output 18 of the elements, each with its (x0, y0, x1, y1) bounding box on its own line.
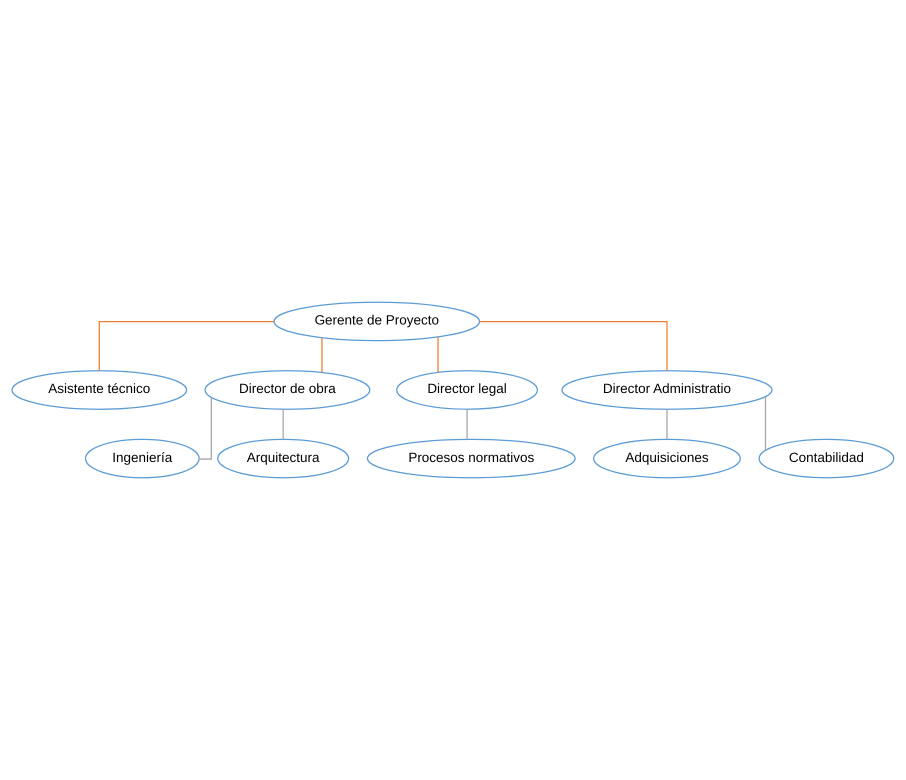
connector (321, 338, 323, 373)
connector (98, 320, 274, 371)
node-ellipse: Gerente de Proyecto (273, 302, 480, 342)
node-ellipse: Contabilidad (758, 438, 894, 478)
node-ellipse: Director de obra (204, 370, 370, 410)
connector (466, 409, 468, 440)
connector (480, 320, 668, 371)
node-ellipse: Asistente técnico (11, 370, 188, 410)
connector (437, 337, 439, 373)
node-ellipse: Ingeniería (84, 438, 200, 478)
node-ellipse: Arquitectura (217, 438, 350, 478)
node-ellipse: Procesos normativos (366, 438, 576, 478)
node-ellipse: Adquisiciones (593, 438, 741, 478)
node-ellipse: Director legal (396, 370, 538, 410)
connector (282, 409, 284, 440)
connector (764, 396, 766, 450)
node-ellipse: Director Administratio (561, 370, 773, 410)
connector (666, 409, 668, 440)
